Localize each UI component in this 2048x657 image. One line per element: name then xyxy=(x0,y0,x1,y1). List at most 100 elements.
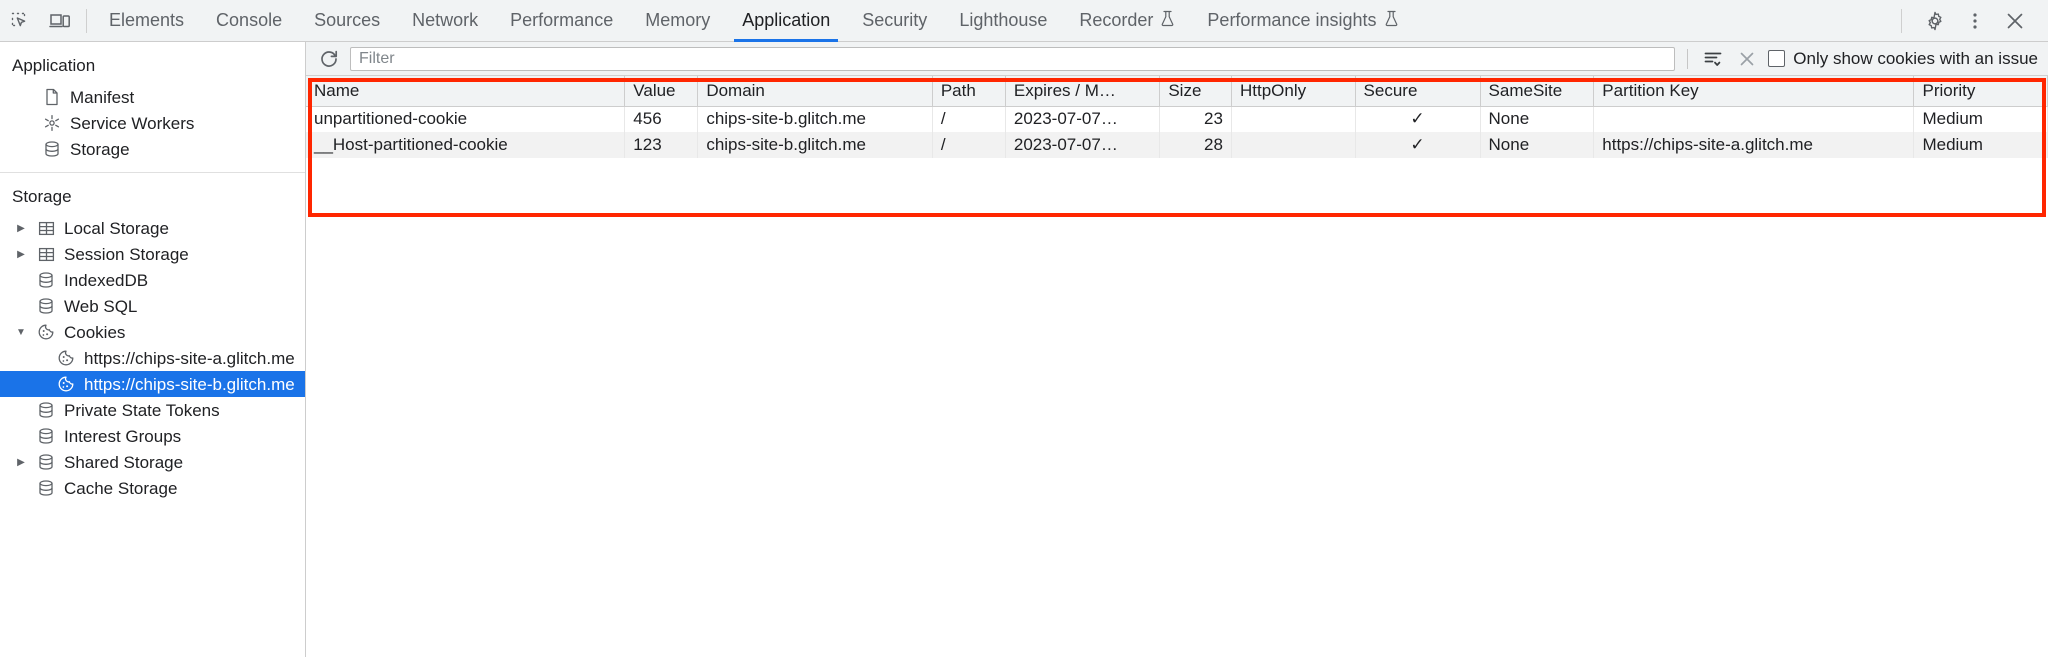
table-row[interactable]: __Host-partitioned-cookie 123 chips-site… xyxy=(306,132,2048,158)
sidebar-item-cookies-site-b[interactable]: https://chips-site-b.glitch.me xyxy=(0,371,305,397)
filter-input[interactable] xyxy=(350,46,1676,71)
inspect-element-icon[interactable] xyxy=(0,1,40,41)
service-workers-icon xyxy=(42,113,62,133)
cell-expires: 2023-07-07… xyxy=(1005,106,1161,132)
cell-priority: Medium xyxy=(1913,132,2048,158)
sidebar-item-private-state-tokens[interactable]: Private State Tokens xyxy=(0,397,305,423)
table-row[interactable]: unpartitioned-cookie 456 chips-site-b.gl… xyxy=(306,106,2048,132)
cell-priority: Medium xyxy=(1913,106,2048,132)
cell-path: / xyxy=(932,106,1006,132)
tab-lighthouse[interactable]: Lighthouse xyxy=(943,0,1063,42)
sidebar-item-shared-storage[interactable]: ▶ Shared Storage xyxy=(0,449,305,475)
sidebar-item-storage[interactable]: Storage xyxy=(0,136,305,162)
tab-label: Lighthouse xyxy=(959,10,1048,30)
cell-secure: ✓ xyxy=(1355,132,1481,158)
cookie-icon xyxy=(36,322,56,342)
sidebar-item-label: https://chips-site-b.glitch.me xyxy=(84,374,295,394)
cell-partitionkey xyxy=(1593,106,1915,132)
column-header-httponly[interactable]: HttpOnly xyxy=(1231,76,1356,107)
tab-performance-insights[interactable]: Performance insights xyxy=(1191,0,1414,42)
cell-size: 28 xyxy=(1159,132,1232,158)
tab-label: Application xyxy=(742,10,831,30)
manifest-file-icon xyxy=(42,87,62,107)
tab-elements[interactable]: Elements xyxy=(93,0,200,42)
only-show-issues-checkbox[interactable]: Only show cookies with an issue xyxy=(1768,49,2038,69)
cell-name: unpartitioned-cookie xyxy=(306,106,626,132)
sidebar-item-session-storage[interactable]: ▶ Session Storage xyxy=(0,241,305,267)
tab-label: Network xyxy=(412,10,479,30)
sidebar-item-label: Private State Tokens xyxy=(64,400,220,420)
sidebar-item-indexeddb[interactable]: IndexedDB xyxy=(0,267,305,293)
clear-x-icon[interactable] xyxy=(1734,46,1760,72)
refresh-icon[interactable] xyxy=(316,46,342,72)
sidebar-item-service-workers[interactable]: Service Workers xyxy=(0,110,305,136)
tab-label: Elements xyxy=(109,10,185,30)
kebab-menu-icon[interactable] xyxy=(1956,2,1994,40)
column-header-secure[interactable]: Secure xyxy=(1355,76,1481,107)
column-header-expires[interactable]: Expires / M… xyxy=(1005,76,1161,107)
sidebar-item-cache-storage[interactable]: Cache Storage xyxy=(0,475,305,501)
sidebar-item-label: Manifest xyxy=(70,87,135,107)
column-header-size[interactable]: Size xyxy=(1159,76,1232,107)
toolbar-divider xyxy=(1687,48,1689,69)
tab-network[interactable]: Network xyxy=(396,0,494,42)
sidebar-section-title-application: Application xyxy=(12,56,96,75)
column-header-priority[interactable]: Priority xyxy=(1913,76,2048,107)
tab-recorder[interactable]: Recorder xyxy=(1063,0,1191,42)
tab-label: Security xyxy=(862,10,928,30)
sidebar-item-label: IndexedDB xyxy=(64,270,149,290)
sidebar-section-application: Application Manifest xyxy=(0,42,305,173)
column-header-domain[interactable]: Domain xyxy=(697,76,933,107)
column-header-partitionkey[interactable]: Partition Key xyxy=(1593,76,1915,107)
cookies-table-container[interactable]: Name Value Domain Path Expires / M… Size… xyxy=(306,76,2048,657)
devtools-body: Application Manifest xyxy=(0,42,2048,657)
database-icon xyxy=(36,452,56,472)
cookie-icon xyxy=(56,374,76,394)
devtools-tabbar: Elements Console Sources Network Perform… xyxy=(0,0,2048,42)
tab-console[interactable]: Console xyxy=(200,0,298,42)
tab-application[interactable]: Application xyxy=(726,0,846,42)
sidebar-item-label: Shared Storage xyxy=(64,452,184,472)
sidebar-item-manifest[interactable]: Manifest xyxy=(0,84,305,110)
chevron-down-icon[interactable]: ▼ xyxy=(16,326,26,338)
chevron-right-icon[interactable]: ▶ xyxy=(17,248,25,260)
tab-sources[interactable]: Sources xyxy=(298,0,396,42)
cookies-table-body: unpartitioned-cookie 456 chips-site-b.gl… xyxy=(306,106,2048,158)
sidebar-item-cookies[interactable]: ▼ Cookies xyxy=(0,319,305,345)
tab-label: Performance xyxy=(510,10,614,30)
column-header-value[interactable]: Value xyxy=(624,76,699,107)
tabbar-right-actions xyxy=(1895,2,2048,40)
table-grid-icon xyxy=(36,218,56,238)
tab-security[interactable]: Security xyxy=(846,0,943,42)
column-header-path[interactable]: Path xyxy=(932,76,1006,107)
sidebar-item-label: Cookies xyxy=(64,322,126,342)
close-icon[interactable] xyxy=(1996,2,2034,40)
cookies-table-header: Name Value Domain Path Expires / M… Size… xyxy=(306,76,2048,107)
sidebar-item-web-sql[interactable]: Web SQL xyxy=(0,293,305,319)
cookies-table: Name Value Domain Path Expires / M… Size… xyxy=(306,76,2048,158)
sidebar-item-local-storage[interactable]: ▶ Local Storage xyxy=(0,215,305,241)
sidebar-item-interest-groups[interactable]: Interest Groups xyxy=(0,423,305,449)
device-toolbar-icon[interactable] xyxy=(40,1,80,41)
chevron-right-icon[interactable]: ▶ xyxy=(17,222,25,234)
application-sidebar: Application Manifest xyxy=(0,42,306,657)
filter-list-icon[interactable] xyxy=(1700,46,1726,72)
cell-httponly xyxy=(1231,106,1356,132)
column-header-name[interactable]: Name xyxy=(306,76,626,107)
cell-value: 123 xyxy=(624,132,699,158)
gear-icon[interactable] xyxy=(1916,2,1954,40)
column-header-samesite[interactable]: SameSite xyxy=(1480,76,1595,107)
sidebar-item-cookies-site-a[interactable]: https://chips-site-a.glitch.me xyxy=(0,345,305,371)
panel-tabs: Elements Console Sources Network Perform… xyxy=(93,0,1415,42)
database-icon xyxy=(36,426,56,446)
database-icon xyxy=(42,139,62,159)
tab-memory[interactable]: Memory xyxy=(629,0,726,42)
cell-samesite: None xyxy=(1480,106,1595,132)
chevron-right-icon[interactable]: ▶ xyxy=(17,456,25,468)
sidebar-item-label: Local Storage xyxy=(64,218,169,238)
tab-performance[interactable]: Performance xyxy=(494,0,629,42)
checkbox-box[interactable] xyxy=(1768,50,1786,67)
tab-label: Sources xyxy=(314,10,381,30)
cookie-icon xyxy=(56,348,76,368)
experiment-flask-icon xyxy=(1160,10,1175,32)
